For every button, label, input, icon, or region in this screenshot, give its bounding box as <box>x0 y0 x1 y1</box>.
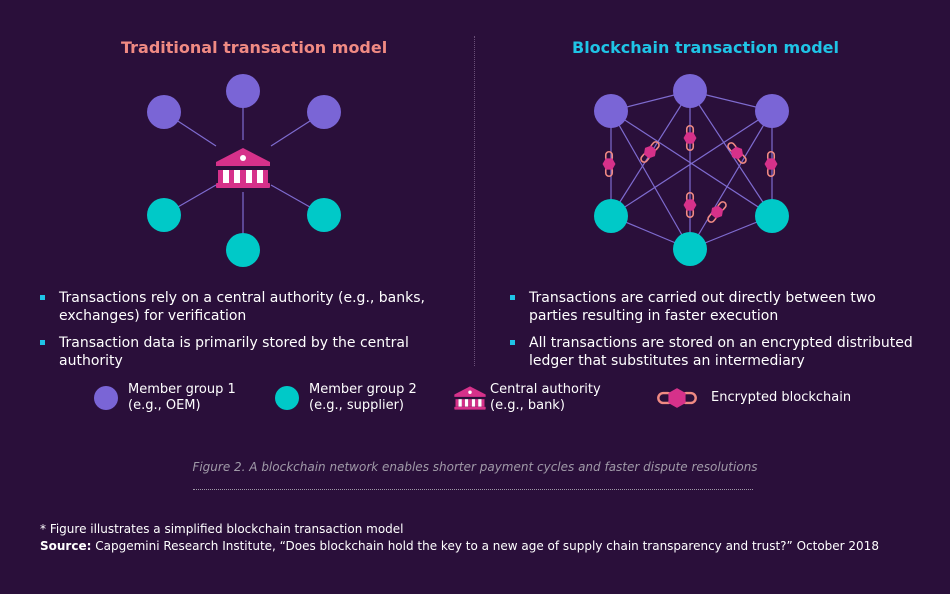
legend-member-group-2: Member group 2 (e.g., supplier) <box>275 382 417 414</box>
legend-central-authority-label: Central authority <box>490 382 601 397</box>
legend-chain-link-icon <box>657 386 697 410</box>
bank-building-icon <box>216 148 270 188</box>
blockchain-bullet: All transactions are stored on an encryp… <box>510 334 920 370</box>
legend-blockchain: Encrypted blockchain <box>711 390 851 406</box>
traditional-model-title: Traditional transaction model <box>121 38 388 57</box>
member-group-2-node <box>307 198 341 232</box>
traditional-diagram <box>147 74 341 267</box>
member-group-1-node <box>226 74 260 108</box>
member-group-1-node <box>594 94 628 128</box>
legend-member-group-1: Member group 1 (e.g., OEM) <box>94 382 236 414</box>
member-group-1-node <box>673 74 707 108</box>
legend-member-group-1-example: (e.g., OEM) <box>128 398 201 413</box>
member-group-2-node <box>755 199 789 233</box>
blockchain-bullet: Transactions are carried out directly be… <box>510 289 920 325</box>
blockchain-bullets: Transactions are carried out directly be… <box>510 289 920 379</box>
traditional-bullet: Transaction data is primarily stored by … <box>40 334 435 370</box>
legend-blockchain-label: Encrypted blockchain <box>711 390 852 405</box>
member-group-2-node <box>226 233 260 267</box>
legend-member-group-1-label: Member group 1 <box>128 382 236 397</box>
source-label: Source: <box>40 539 92 553</box>
member-group-1-node <box>307 95 341 129</box>
blockchain-diagram <box>594 74 789 266</box>
figure-caption: Figure 2. A blockchain network enables s… <box>192 460 758 474</box>
member-group-1-node <box>755 94 789 128</box>
footnote: * Figure illustrates a simplified blockc… <box>40 522 404 536</box>
member-group-2-node <box>673 232 707 266</box>
legend-bank-building-icon <box>454 386 486 410</box>
legend-central-authority: Central authority (e.g., bank) <box>490 382 601 414</box>
member-group-2-node <box>594 199 628 233</box>
member-group-2-node <box>147 198 181 232</box>
source-text: Capgemini Research Institute, “Does bloc… <box>91 539 879 553</box>
member-group-1-swatch <box>94 386 118 410</box>
legend-member-group-2-example: (e.g., supplier) <box>309 398 405 413</box>
blockchain-model-title: Blockchain transaction model <box>572 38 839 57</box>
vertical-divider <box>474 36 475 366</box>
member-group-1-node <box>147 95 181 129</box>
horizontal-divider <box>193 489 753 490</box>
source-line: Source: Capgemini Research Institute, “D… <box>40 539 879 554</box>
traditional-bullets: Transactions rely on a central authority… <box>40 289 435 379</box>
member-group-2-swatch <box>275 386 299 410</box>
legend-member-group-2-label: Member group 2 <box>309 382 417 397</box>
traditional-bullet: Transactions rely on a central authority… <box>40 289 435 325</box>
legend-central-authority-example: (e.g., bank) <box>490 398 565 413</box>
